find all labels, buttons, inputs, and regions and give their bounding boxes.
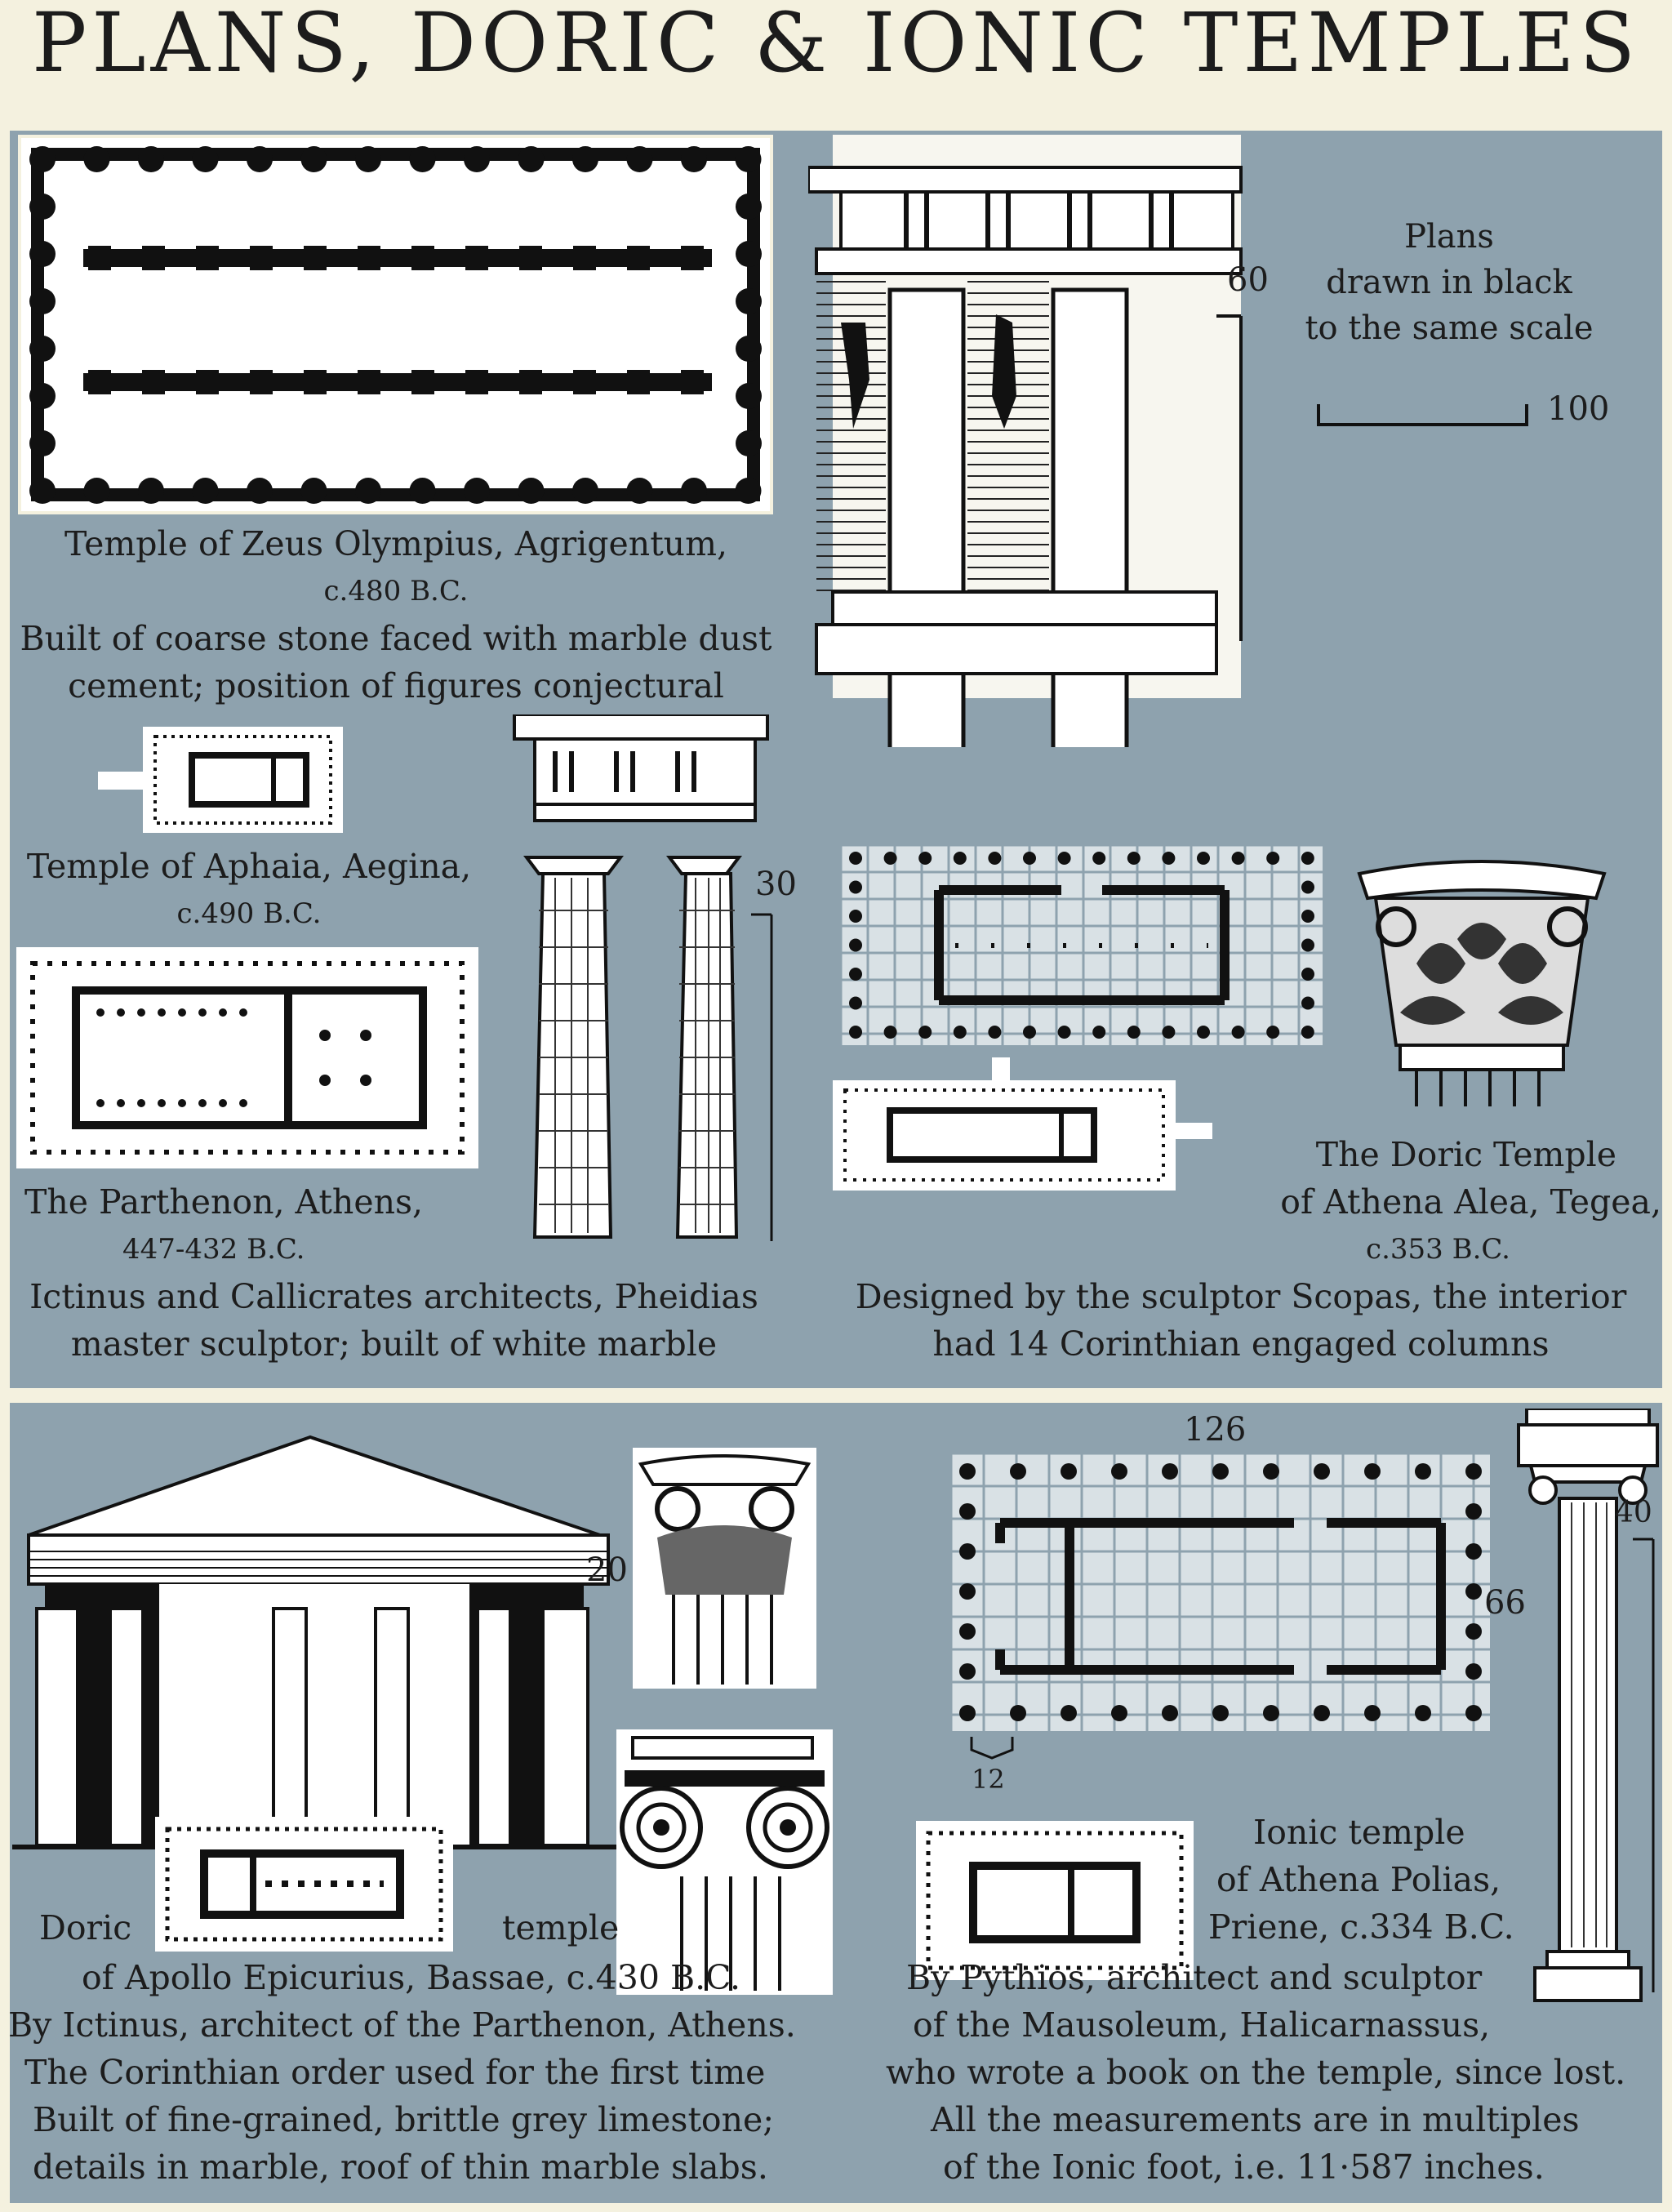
zeus-caption: Temple of Zeus Olympius, Agrigentum, c.4… <box>0 520 792 710</box>
tegea-plan-small <box>833 1057 1212 1191</box>
parthenon-caption-line: Ictinus and Callicrates architects, Phei… <box>29 1277 758 1316</box>
bassae-caption-line: Built of fine-grained, brittle grey lime… <box>33 2100 775 2139</box>
priene-width-label: 126 <box>1184 1411 1247 1449</box>
priene-column <box>1517 1409 1659 2002</box>
bassae-elevation <box>12 1435 616 1849</box>
bassae-caption-word-temple: temple <box>502 1908 620 1947</box>
parthenon-plan <box>16 947 478 1168</box>
priene-caption-body: By Pythios, architect and sculptor of th… <box>865 1954 1670 2191</box>
bassae-caption-line: The Corinthian order used for the first … <box>24 2053 766 2092</box>
priene-caption: Ionic temple of Athena Polias, Priene, c… <box>1184 1809 1551 1951</box>
priene-caption-line: Priene, c.334 B.C. <box>1208 1907 1514 1947</box>
priene-plan-large <box>951 1453 1490 1731</box>
aphaia-caption-date: c.490 B.C. <box>176 897 322 930</box>
tegea-caption-line: Designed by the sculptor Scopas, the int… <box>855 1277 1627 1316</box>
priene-dimension-mark <box>970 1737 1014 1760</box>
aphaia-caption-line: Temple of Aphaia, Aegina, <box>26 847 472 886</box>
zeus-caption-line: cement; position of figures conjectural <box>68 666 724 705</box>
zeus-caption-date: c.480 B.C. <box>323 575 469 608</box>
scale-note: Plans drawn in black to the same scale <box>1294 214 1604 351</box>
bassae-caption-word-doric: Doric <box>39 1908 132 1947</box>
tegea-caption-line: had 14 Corinthian engaged columns <box>932 1324 1550 1364</box>
priene-caption-line: All the measurements are in multiples <box>931 2100 1580 2139</box>
priene-plan-small <box>916 1821 1194 1980</box>
tegea-plan-large <box>841 845 1323 1045</box>
priene-caption-line: of Athena Polias, <box>1216 1860 1501 1899</box>
parthenon-caption: The Parthenon, Athens, 447-432 B.C. Icti… <box>0 1178 788 1368</box>
bassae-caption-line: By Ictinus, architect of the Parthenon, … <box>8 2005 796 2045</box>
corinthian-capital <box>1357 860 1607 1106</box>
priene-caption-line: Ionic temple <box>1253 1813 1465 1852</box>
scale-note-line: to the same scale <box>1305 309 1594 347</box>
bassae-plan <box>155 1817 453 1952</box>
tegea-caption-line: The Doric Temple <box>1315 1135 1616 1174</box>
aphaia-dimension-label: 30 <box>755 866 797 903</box>
zeus-olympius-elevation <box>808 135 1243 747</box>
tegea-caption-line: of Athena Alea, Tegea, <box>1280 1182 1661 1222</box>
parthenon-caption-date: 447-432 B.C. <box>122 1233 305 1266</box>
page-title: PLANS, DORIC & IONIC TEMPLES <box>31 0 1641 91</box>
aphaia-elevation <box>513 714 773 1241</box>
bassae-caption-line: of Apollo Epicurius, Bassae, c.430 B.C. <box>82 1958 741 1997</box>
tegea-caption-date: c.353 B.C. <box>1366 1233 1510 1266</box>
zeus-olympius-plan <box>18 135 773 514</box>
priene-caption-line: By Pythios, architect and sculptor <box>906 1958 1483 1997</box>
priene-caption-line: of the Ionic foot, i.e. 11·587 inches. <box>943 2147 1545 2187</box>
bassae-corinthian-capital <box>633 1448 816 1689</box>
zeus-caption-line: Temple of Zeus Olympius, Agrigentum, <box>64 524 727 563</box>
priene-caption-line: of the Mausoleum, Halicarnassus, <box>913 2005 1491 2045</box>
priene-caption-line: who wrote a book on the temple, since lo… <box>886 2053 1626 2092</box>
parthenon-caption-line: The Parthenon, Athens, <box>24 1182 424 1222</box>
bassae-caption: of Apollo Epicurius, Bassae, c.430 B.C. … <box>0 1954 857 2191</box>
bassae-caption-line: details in marble, roof of thin marble s… <box>33 2147 768 2187</box>
priene-column-label: 40 <box>1615 1496 1652 1529</box>
scale-bar-label: 100 <box>1547 390 1610 428</box>
scale-note-line: drawn in black <box>1326 264 1572 301</box>
scale-bar <box>1317 404 1528 426</box>
ionic-capital <box>616 1729 833 1995</box>
aphaia-plan <box>98 727 343 833</box>
scale-note-line: Plans <box>1404 218 1494 256</box>
zeus-caption-line: Built of coarse stone faced with marble … <box>20 619 772 658</box>
parthenon-caption-line: master sculptor; built of white marble <box>70 1324 718 1364</box>
priene-depth-label: 66 <box>1484 1584 1526 1622</box>
zeus-dimension-label: 60 <box>1227 261 1269 299</box>
bassae-dimension-label: 20 <box>586 1551 628 1589</box>
aphaia-caption: Temple of Aphaia, Aegina, c.490 B.C. <box>4 843 494 937</box>
priene-small-label: 12 <box>972 1764 1005 1795</box>
tegea-caption: The Doric Temple of Athena Alea, Tegea, … <box>816 1131 1665 1368</box>
